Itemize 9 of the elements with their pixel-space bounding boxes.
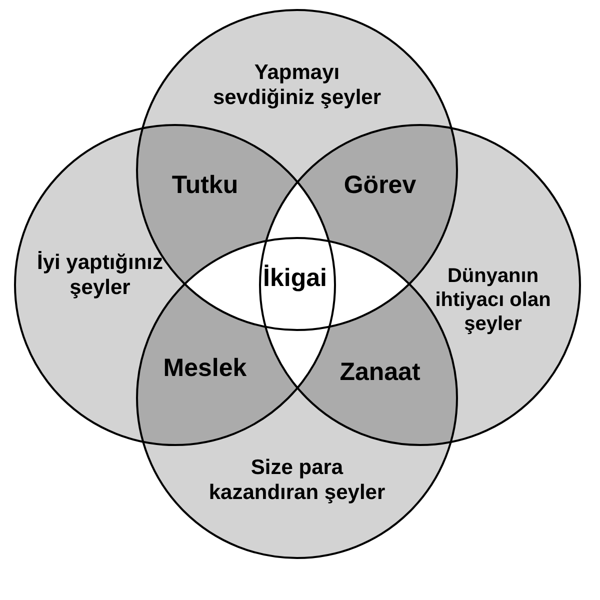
region-label: Zanaat — [340, 357, 420, 387]
region-label: Meslek — [163, 353, 247, 383]
circle-label: İyi yaptığınız şeyler — [36, 250, 164, 300]
region-label: Tutku — [172, 170, 238, 200]
circle-label: Size para kazandıran şeyler — [208, 454, 386, 506]
circle-label: Yapmayı sevdiğiniz şeyler — [212, 60, 382, 110]
circle-label: Dünyanın ihtiyacı olan şeyler — [434, 264, 552, 336]
region-label: İkigai — [263, 263, 327, 293]
region-label: Görev — [344, 170, 416, 200]
